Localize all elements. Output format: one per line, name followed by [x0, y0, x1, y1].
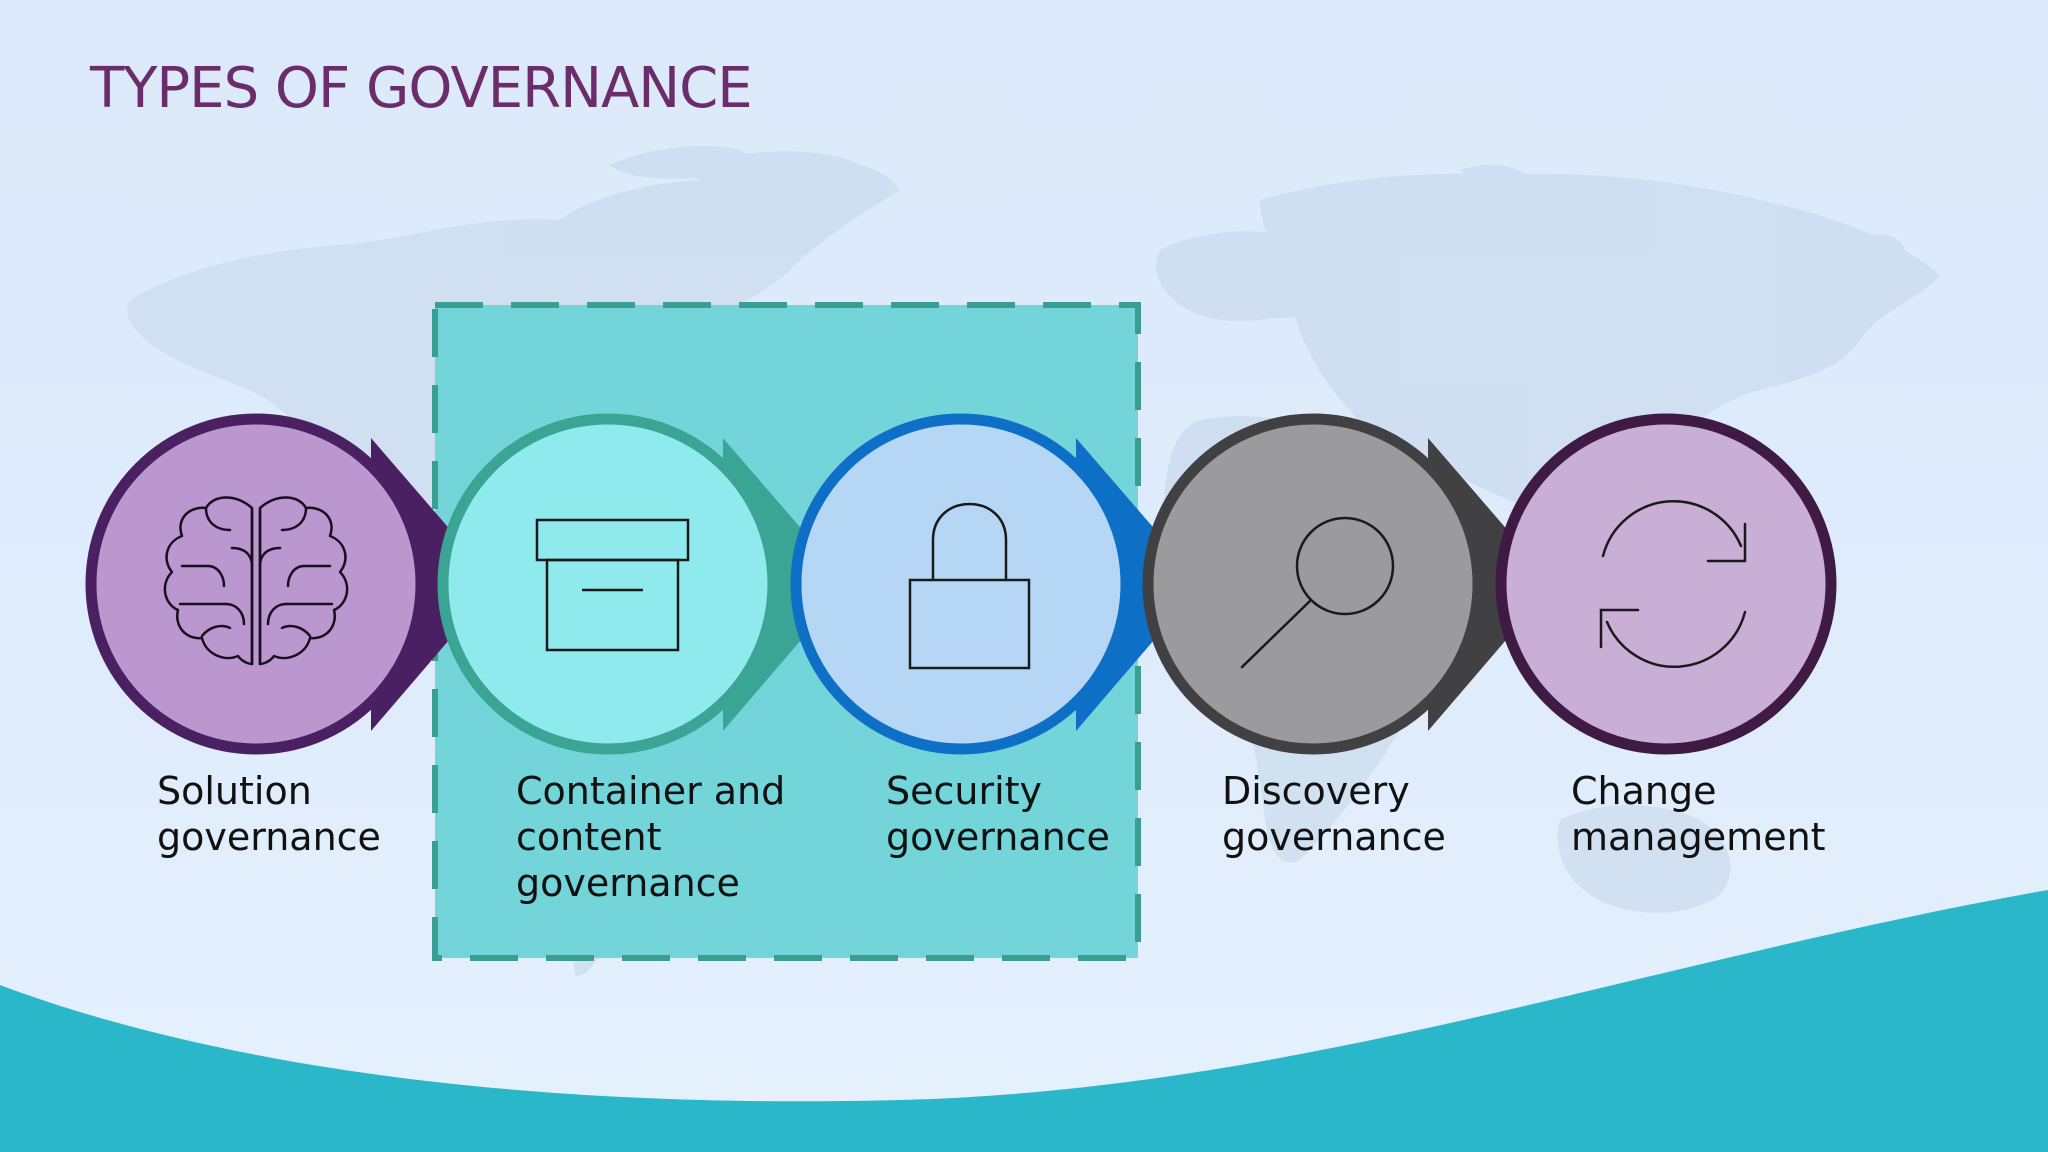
step-security-governance: [790, 413, 1202, 755]
lock-icon: [908, 502, 1031, 670]
step-change-management: [1495, 413, 1837, 755]
step-label-discovery-governance: Discovery governance: [1222, 768, 1512, 860]
label-line: governance: [157, 815, 381, 859]
step-circle: [437, 413, 779, 755]
refresh-icon: [1599, 500, 1747, 668]
label-line: Container and: [516, 769, 786, 813]
label-line: management: [1571, 815, 1826, 859]
step-container-content-governance: [437, 413, 849, 755]
label-line: governance: [886, 815, 1110, 859]
label-line: Change: [1571, 769, 1717, 813]
brain-icon: [163, 496, 349, 666]
step-label-change-management: Change management: [1571, 768, 1861, 860]
step-label-container-content-governance: Container and content governance: [516, 768, 806, 906]
label-line: Discovery: [1222, 769, 1410, 813]
step-circle: [85, 413, 427, 755]
step-label-solution-governance: Solution governance: [157, 768, 447, 860]
step-circle: [1142, 413, 1484, 755]
label-line: Security: [886, 769, 1043, 813]
bottom-wave: [0, 890, 2048, 1152]
page-title: TYPES OF GOVERNANCE: [90, 56, 753, 121]
step-solution-governance: [85, 413, 497, 755]
box-icon: [535, 518, 690, 652]
label-line: Solution: [157, 769, 312, 813]
step-discovery-governance: [1142, 413, 1554, 755]
label-line: governance: [1222, 815, 1446, 859]
label-line: content: [516, 815, 662, 859]
label-line: governance: [516, 861, 740, 905]
magnifier-icon: [1240, 516, 1395, 669]
step-label-security-governance: Security governance: [886, 768, 1176, 860]
step-circle: [1495, 413, 1837, 755]
step-circle: [790, 413, 1132, 755]
